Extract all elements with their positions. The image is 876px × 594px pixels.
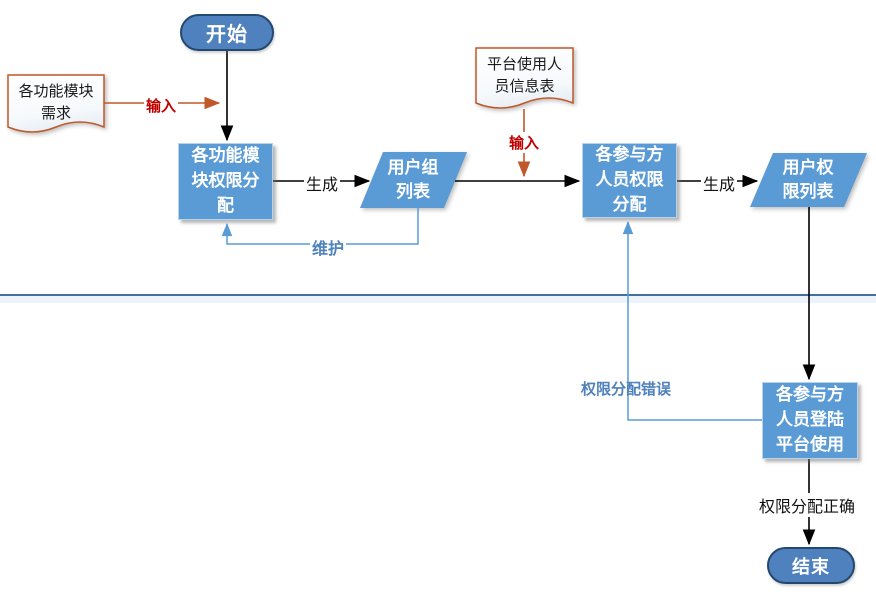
edge-label-input-requirements: 输入 — [144, 95, 179, 116]
node-start-label: 开始 — [206, 22, 248, 46]
node-user-group-list-label: 用户组列表 — [387, 158, 439, 202]
node-doc-requirements-label: 各功能模块需求 — [18, 82, 94, 122]
edge-label-permission-error: 权限分配错误 — [581, 380, 672, 398]
node-assign-participant-permissions-label: 各参与方人员权限分配 — [595, 145, 664, 215]
edge-label-generate-user-permissions: 生成 — [701, 171, 738, 195]
node-user-permission-list-label: 用户权限列表 — [782, 158, 834, 202]
edge-label-input-user-info: 输入 — [507, 132, 542, 153]
node-participants-login: 各参与方人员登陆平台使用 — [762, 382, 858, 459]
edge-label-maintain: 维护 — [310, 235, 347, 259]
node-end-label: 结束 — [792, 556, 830, 578]
lane-divider-band — [0, 296, 876, 303]
document-user-info-shape — [475, 47, 574, 109]
edge-permission-error-loop — [622, 220, 762, 421]
document-requirements-shape — [7, 74, 105, 133]
node-end: 结束 — [767, 547, 855, 584]
node-start: 开始 — [180, 14, 274, 51]
node-assign-module-permissions-label: 各功能模块权限分配 — [191, 146, 260, 216]
user-permission-list-shape — [750, 153, 867, 207]
node-doc-user-info-label: 平台使用人员信息表 — [486, 55, 562, 95]
node-participants-login-label: 各参与方人员登陆平台使用 — [776, 385, 844, 455]
edge-label-permission-correct: 权限分配正确 — [757, 493, 858, 517]
node-assign-module-permissions: 各功能模块权限分配 — [178, 143, 273, 220]
node-assign-participant-permissions: 各参与方人员权限分配 — [582, 143, 677, 218]
user-group-list-shape — [360, 152, 467, 208]
edge-label-generate-user-groups: 生成 — [304, 171, 341, 195]
